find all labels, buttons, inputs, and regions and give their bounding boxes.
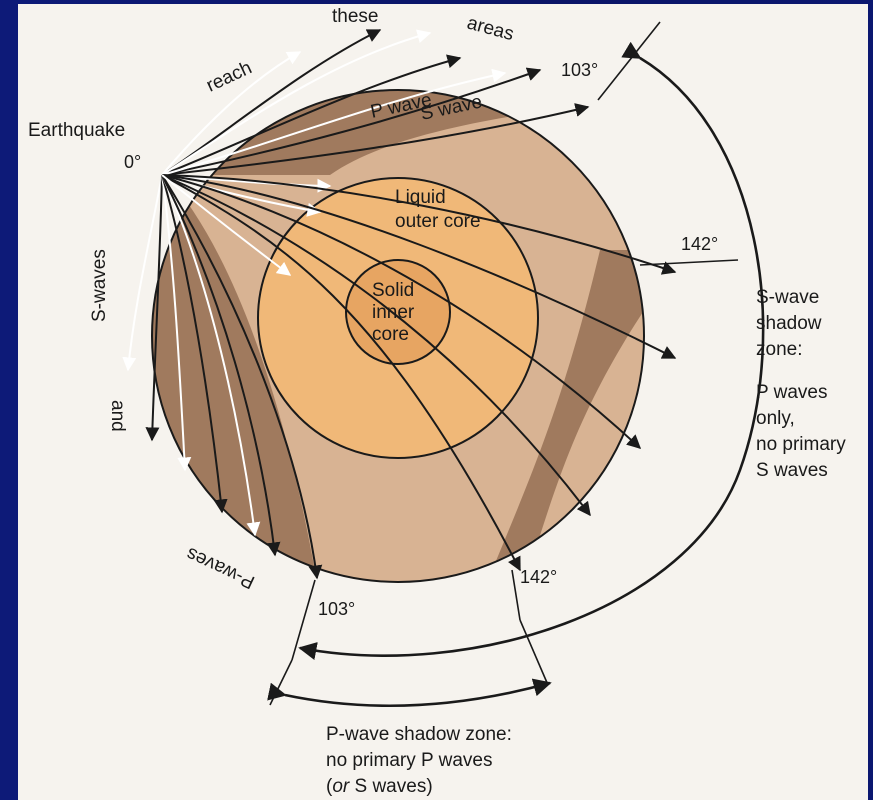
s-shadow-line-3: zone: <box>756 339 802 360</box>
degree-103-bottom: 103° <box>318 599 355 619</box>
liquid-outer-core-label-2: outer core <box>395 211 481 232</box>
word-reach: reach <box>203 57 255 96</box>
ray-left-white-2 <box>161 174 192 472</box>
tick-142-bottom-a <box>511 569 521 621</box>
degree-142-bottom: 142° <box>520 567 557 587</box>
ray-left-black-3 <box>161 174 281 557</box>
s-shadow-line-1: S-wave <box>756 287 819 308</box>
solid-inner-core-label-3: core <box>372 324 409 345</box>
s-shadow-line-7: S waves <box>756 460 828 481</box>
s-shadow-line-5: only, <box>756 408 795 429</box>
s-shadow-line-4: P waves <box>756 382 827 403</box>
p-waves-side-label: P-waves <box>183 543 258 593</box>
ray-left-white-1 <box>122 174 163 372</box>
origin-degree-label: 0° <box>124 152 141 172</box>
ray-white-1 <box>161 51 302 176</box>
tick-142-right <box>639 259 739 266</box>
word-these: these <box>332 6 378 27</box>
solid-inner-core-label-2: inner <box>372 302 415 323</box>
s-wave-shadow-arc <box>298 41 765 660</box>
degree-142-right: 142° <box>681 234 718 254</box>
p-wave-shadow-arc <box>267 678 552 708</box>
solid-inner-core-label-1: Solid <box>372 280 414 301</box>
ray-left-black-1 <box>145 174 163 442</box>
tick-103-bottom-b <box>269 659 293 706</box>
s-waves-side-label: S-waves <box>89 249 110 322</box>
s-shadow-line-6: no primary <box>756 434 846 455</box>
p-shadow-line-2: no primary P waves <box>326 750 493 771</box>
ray-white-6 <box>161 174 292 276</box>
p-shadow-line-1: P-wave shadow zone: <box>326 724 512 745</box>
ray-left-white-3 <box>161 174 261 537</box>
word-areas: areas <box>465 13 516 46</box>
liquid-outer-core-label-1: Liquid <box>395 187 446 208</box>
degree-103-top: 103° <box>561 60 598 80</box>
earthquake-label: Earthquake <box>28 120 125 141</box>
and-side-label: and <box>107 400 128 432</box>
s-wave-shadow-zone-text: S-wave shadow zone: P waves only, no pri… <box>756 287 846 481</box>
s-shadow-line-2: shadow <box>756 313 822 334</box>
tick-103-top <box>597 21 661 101</box>
p-shadow-line-3: (or S waves) <box>326 776 433 797</box>
ray-left-black-2 <box>161 174 228 514</box>
p-wave-shadow-zone-text: P-wave shadow zone: no primary P waves (… <box>326 724 512 797</box>
